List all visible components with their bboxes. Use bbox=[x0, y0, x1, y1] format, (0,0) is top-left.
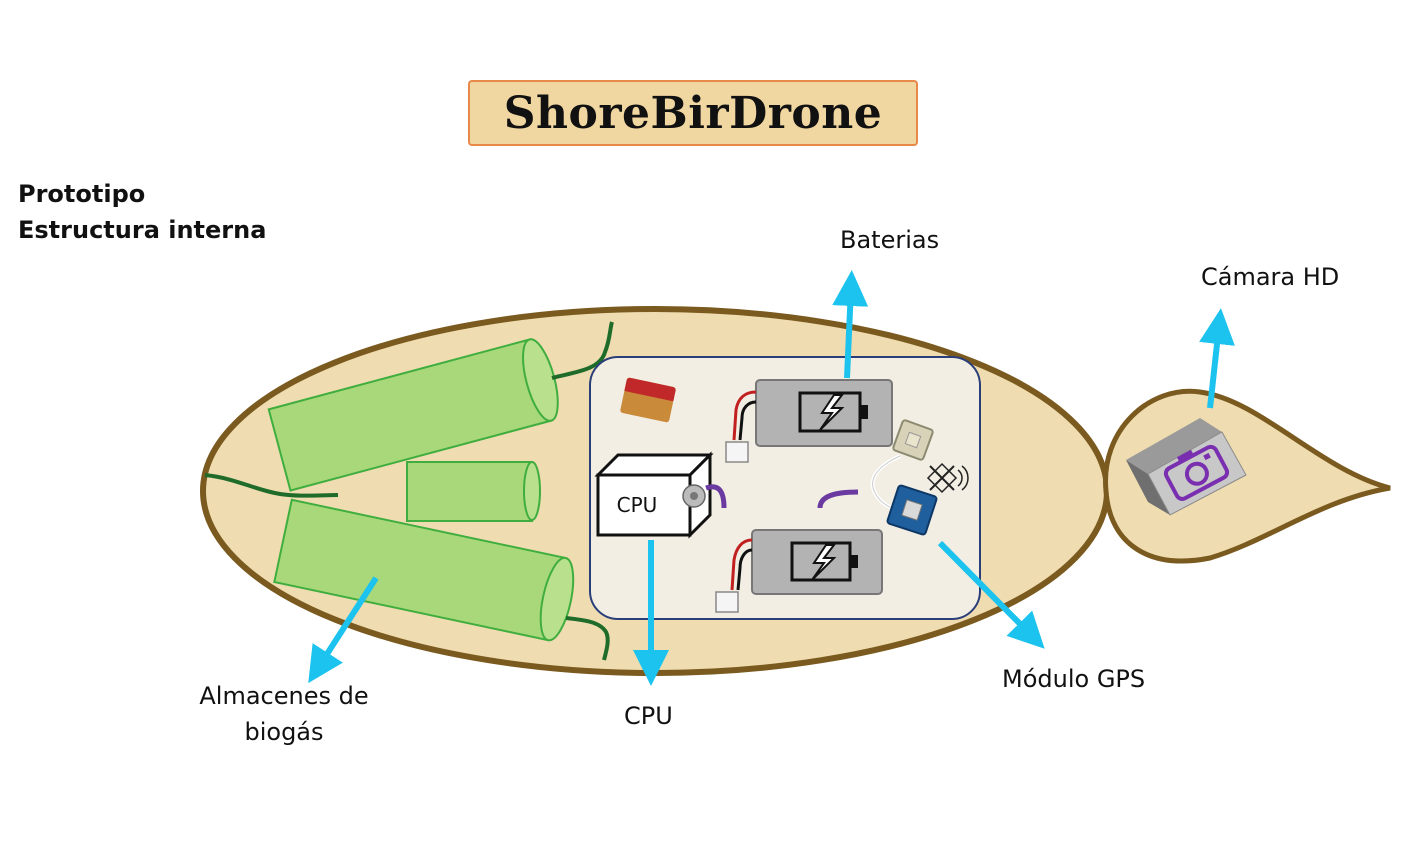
battery-icon bbox=[715, 529, 883, 613]
cpu-wire bbox=[705, 484, 727, 509]
camera-icon bbox=[1126, 418, 1247, 516]
tube-upper bbox=[551, 321, 614, 380]
label-camara: Cámara HD bbox=[1201, 263, 1340, 291]
tube-lower bbox=[565, 616, 610, 661]
satellite-icon bbox=[926, 462, 969, 494]
battery-icon bbox=[725, 379, 893, 463]
cpu-box-label: CPU bbox=[617, 493, 658, 517]
arrow-baterias bbox=[832, 270, 869, 379]
label-almacenes-line2: biogás bbox=[244, 718, 324, 746]
gps-wire bbox=[817, 489, 859, 509]
label-almacenes-line1: Almacenes de bbox=[199, 682, 369, 710]
arrow-almacenes bbox=[308, 576, 379, 684]
subtitle-block: Prototipo Estructura interna bbox=[18, 176, 266, 248]
gps-module-icon bbox=[886, 484, 938, 536]
title-banner: ShoreBirDrone bbox=[468, 80, 918, 146]
biogas-tank-middle bbox=[406, 461, 541, 522]
label-baterias: Baterias bbox=[840, 226, 940, 254]
arrow-camara bbox=[1199, 308, 1235, 409]
label-almacenes: Almacenes de biogás bbox=[186, 678, 382, 750]
biogas-tank-upper bbox=[267, 338, 559, 492]
cpu-box: CPU bbox=[594, 451, 714, 539]
tube-left bbox=[204, 473, 339, 498]
sd-card-icon bbox=[620, 377, 676, 423]
label-gps: Módulo GPS bbox=[1002, 665, 1146, 693]
biogas-tank-lower bbox=[273, 498, 575, 642]
gps-antenna bbox=[892, 419, 934, 461]
subtitle-line-prototipo: Prototipo bbox=[18, 180, 146, 208]
arrow-gps bbox=[937, 540, 1045, 649]
subtitle-line-estructura: Estructura interna bbox=[18, 216, 267, 244]
banner-title: ShoreBirDrone bbox=[503, 87, 883, 139]
label-cpu: CPU bbox=[624, 702, 673, 730]
